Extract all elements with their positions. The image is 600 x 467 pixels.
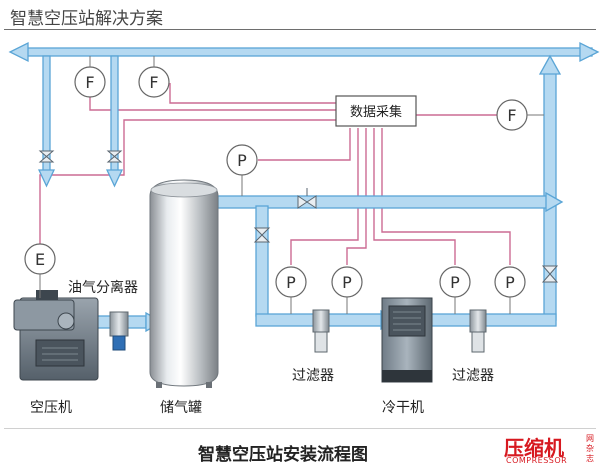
bottom-pipe-b bbox=[429, 313, 557, 327]
pressure-gauge-1: P bbox=[275, 266, 307, 298]
flow-meter-2: F bbox=[138, 66, 170, 98]
compressor-fan bbox=[57, 312, 75, 330]
riser-arrow-up bbox=[538, 54, 562, 75]
tank-outlet-arrow bbox=[545, 191, 564, 213]
flow-meter-main: F bbox=[496, 99, 528, 131]
signal-line-pressure-3 bbox=[373, 128, 456, 265]
signal-line-pressure-1 bbox=[290, 128, 359, 265]
signal-line-pressure-4 bbox=[381, 128, 511, 265]
valve-drop-2 bbox=[106, 150, 123, 163]
compressor-pedestal bbox=[36, 290, 58, 300]
svg-text:P: P bbox=[505, 273, 515, 292]
svg-text:F: F bbox=[85, 73, 94, 92]
separator-bowl bbox=[112, 335, 126, 351]
logo-seal: 网 杂志 bbox=[586, 434, 594, 463]
tank-top bbox=[150, 182, 218, 198]
filter-1 bbox=[312, 309, 330, 353]
tank-body bbox=[149, 179, 219, 387]
svg-text:P: P bbox=[342, 273, 352, 292]
pressure-gauge-2: P bbox=[331, 266, 363, 298]
oil-separator bbox=[109, 311, 129, 351]
tank-leg-left bbox=[156, 382, 162, 388]
header-divider bbox=[4, 29, 596, 30]
signal-line-flow-2 bbox=[169, 83, 336, 104]
label-compressor: 空压机 bbox=[30, 400, 72, 416]
tank-leg-right bbox=[206, 382, 212, 388]
header-arrow-left bbox=[8, 41, 29, 63]
valve-outlet bbox=[297, 195, 317, 209]
page-title: 智慧空压站解决方案 bbox=[10, 9, 163, 29]
svg-text:P: P bbox=[237, 151, 247, 170]
dryer-grille bbox=[388, 305, 426, 337]
valve-riser bbox=[541, 265, 559, 283]
pressure-gauge-3: P bbox=[439, 266, 471, 298]
svg-text:P: P bbox=[286, 273, 296, 292]
compressor-panel bbox=[35, 339, 85, 367]
pressure-gauge-4: P bbox=[494, 266, 526, 298]
filter-2 bbox=[469, 309, 487, 353]
logo-main-text: 压缩机 bbox=[504, 436, 564, 460]
data-collection-label: 数据采集 bbox=[350, 104, 402, 120]
svg-text:F: F bbox=[149, 73, 158, 92]
tank-down-pipe bbox=[255, 205, 269, 317]
flow-meter-1: F bbox=[74, 66, 106, 98]
gauge-stems bbox=[39, 56, 544, 314]
diagram-caption: 智慧空压站安装流程图 bbox=[198, 445, 368, 465]
valves bbox=[38, 150, 559, 283]
data-collection-box: 数据采集 bbox=[335, 95, 417, 127]
svg-text:E: E bbox=[35, 250, 45, 269]
brand-logo: 压缩机 网 杂志 COMPRESSOR bbox=[504, 432, 596, 466]
air-tank bbox=[149, 179, 219, 388]
refrigerated-dryer bbox=[381, 297, 433, 383]
separator-body bbox=[109, 311, 129, 337]
signal-line-tank-pressure bbox=[258, 128, 351, 161]
label-filter-2: 过滤器 bbox=[452, 368, 494, 384]
label-tank: 储气罐 bbox=[160, 400, 202, 416]
valve-drop-1 bbox=[38, 150, 55, 163]
svg-text:F: F bbox=[507, 106, 516, 125]
signal-line-flow-1 bbox=[89, 83, 336, 111]
label-dryer: 冷干机 bbox=[382, 400, 424, 416]
drop-arrow-2 bbox=[105, 169, 124, 188]
signal-line-energy bbox=[39, 119, 336, 245]
header-arrow-right bbox=[579, 41, 600, 63]
svg-text:P: P bbox=[450, 273, 460, 292]
compressor-unit bbox=[13, 290, 99, 381]
dryer-base bbox=[382, 370, 432, 382]
pressure-gauge-tank: P bbox=[226, 144, 258, 176]
valve-tank-down bbox=[253, 227, 271, 243]
drop-arrow-1 bbox=[37, 169, 56, 188]
label-oil-separator: 油气分离器 bbox=[68, 279, 138, 296]
footer-divider bbox=[4, 428, 596, 429]
installation-diagram: 数据采集 F F F P P P P P E bbox=[8, 41, 600, 416]
label-filter-1: 过滤器 bbox=[292, 368, 334, 384]
signal-line-pressure-2 bbox=[346, 128, 367, 265]
logo-sub-text: COMPRESSOR bbox=[506, 456, 568, 465]
energy-meter: E bbox=[24, 243, 56, 275]
header-pipe bbox=[25, 47, 593, 57]
